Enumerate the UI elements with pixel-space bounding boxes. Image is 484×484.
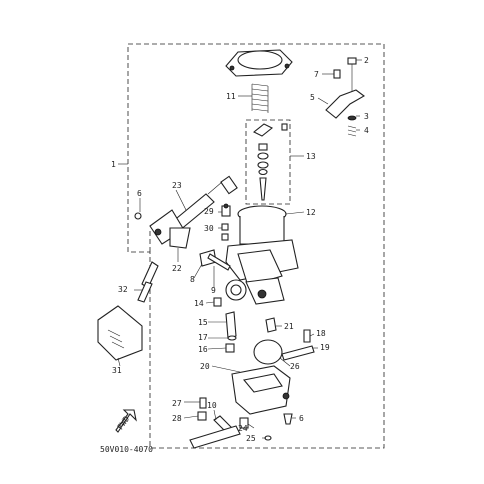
callout-11: 11 [226, 92, 236, 101]
screw-2 [347, 57, 357, 92]
float-chamber-20 [231, 365, 291, 415]
screw-6-top [134, 212, 142, 220]
callout-10: 10 [207, 401, 217, 410]
carburetor-body [225, 205, 299, 305]
assembly-outline [127, 43, 385, 449]
screw-6-bottom [283, 413, 293, 425]
callout-23: 23 [172, 181, 182, 190]
spring-11 [251, 83, 269, 113]
main-jet-15 [225, 311, 237, 339]
callout-18: 18 [316, 329, 326, 338]
bracket-27 [199, 397, 207, 409]
callout-26: 26 [290, 362, 300, 371]
jet-29 [221, 203, 231, 217]
callout-20: 20 [200, 362, 210, 371]
screw-7 [333, 69, 341, 79]
callout-labels: 1 2 3 4 5 6 6 7 8 9 10 11 12 13 14 15 16… [111, 56, 369, 443]
callout-31: 31 [112, 366, 122, 375]
screw-18 [303, 329, 311, 343]
gasket-22 [169, 227, 191, 249]
callout-22: 22 [172, 264, 182, 273]
callout-8: 8 [190, 275, 195, 284]
callout-6-top: 6 [137, 189, 142, 198]
callout-9: 9 [211, 286, 216, 295]
callout-12: 12 [306, 208, 316, 217]
hose-32 [137, 261, 159, 303]
drain-screw-24 [239, 417, 249, 429]
callout-25: 25 [246, 434, 256, 443]
callout-4: 4 [364, 126, 369, 135]
float-26 [253, 339, 283, 365]
callout-3: 3 [364, 112, 369, 121]
diagram-code: 50V010-4070 [100, 445, 153, 454]
callout-28: 28 [172, 414, 182, 423]
piston-box-13 [245, 119, 291, 205]
callout-6-bottom: 6 [299, 414, 304, 423]
callout-5: 5 [310, 93, 315, 102]
callout-30: 30 [204, 224, 214, 233]
callout-15: 15 [198, 318, 208, 327]
drain-hose-10 [189, 415, 241, 449]
fwd-label: FWD [116, 414, 132, 431]
callout-13: 13 [306, 152, 316, 161]
washer-17 [227, 335, 237, 341]
jet-14 [213, 297, 222, 307]
jet-16 [225, 343, 235, 353]
callout-27: 27 [172, 399, 182, 408]
callout-24: 24 [238, 424, 248, 433]
screw-28 [197, 411, 207, 421]
callout-7: 7 [314, 70, 319, 79]
washer-3 [347, 115, 357, 121]
callout-1: 1 [111, 160, 116, 169]
pin-9 [207, 253, 231, 271]
leader-lines [117, 59, 362, 439]
callout-14: 14 [194, 299, 204, 308]
lever-5 [325, 89, 365, 119]
fwd-arrow-icon: FWD [115, 409, 137, 433]
callout-32: 32 [118, 285, 128, 294]
callout-29: 29 [204, 207, 214, 216]
needle-valve-21 [265, 317, 277, 333]
callout-19: 19 [320, 343, 330, 352]
float-pin-19 [281, 345, 315, 361]
callout-16: 16 [198, 345, 208, 354]
canister-31 [97, 305, 143, 361]
spring-4 [347, 125, 357, 137]
top-cover [225, 49, 293, 77]
callout-17: 17 [198, 333, 208, 342]
callout-2: 2 [364, 56, 369, 65]
jet-30 [221, 223, 229, 241]
callout-21: 21 [284, 322, 294, 331]
